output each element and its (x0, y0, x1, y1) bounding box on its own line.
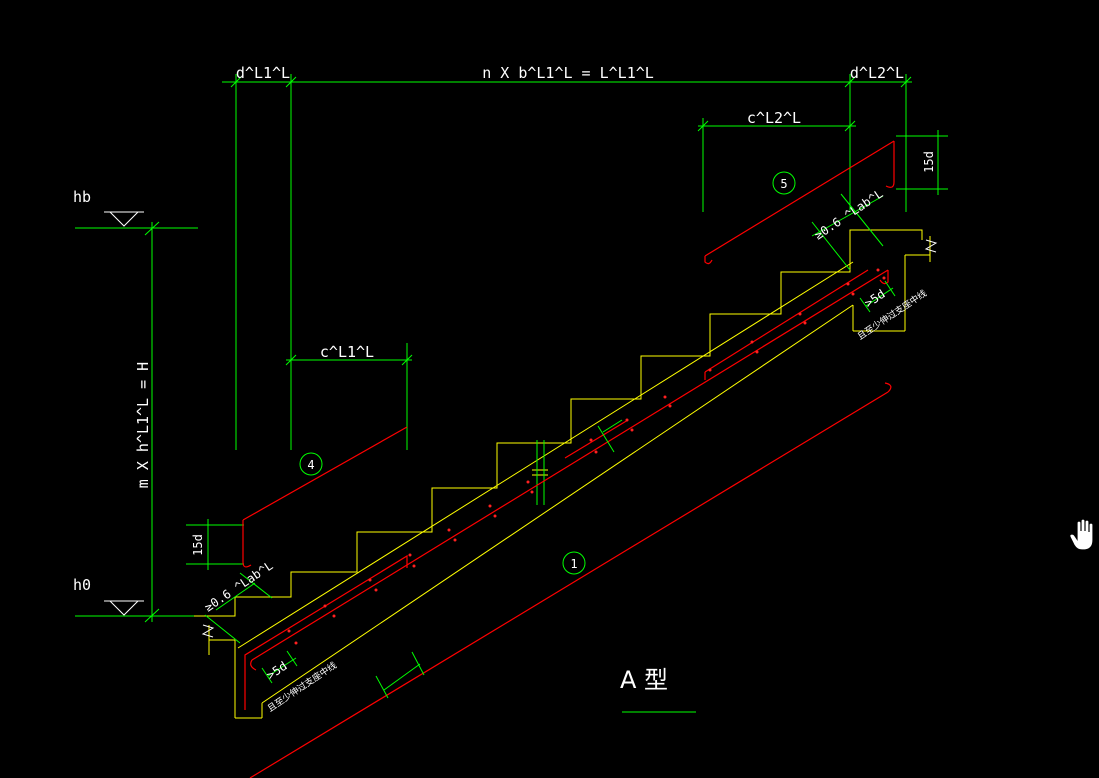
thickness-marks (375, 419, 623, 699)
dim-15d-right: 15d (922, 151, 936, 173)
level-hb: hb (73, 188, 91, 206)
anchor-annotation-top: ≥0.6 ^Lab^L >5d 且至少伸过支座中线 (811, 186, 929, 342)
stair-outline (194, 229, 931, 719)
five-d-bottom: >5d (264, 659, 290, 683)
level-h0: h0 (73, 576, 91, 594)
anchor-length-top: ≥0.6 ^Lab^L (812, 186, 886, 242)
dimension-15d-left: 15d (186, 519, 244, 570)
bar-mark-4: 4 (299, 452, 323, 476)
dimension-c1: c^L1^L (285, 343, 413, 450)
dimension-c2: c^L2^L (697, 109, 856, 212)
five-d-top: >5d (862, 287, 888, 311)
dim-height: m X h^L1^L = H (134, 362, 152, 488)
dim-d-l2: d^L2^L (850, 64, 904, 82)
dim-d-l1: d^L1^L (236, 64, 290, 82)
level-marker-top: hb (73, 188, 144, 227)
dim-c2: c^L2^L (747, 109, 801, 127)
dim-c1: c^L1^L (320, 343, 374, 361)
svg-text:4: 4 (307, 458, 314, 472)
dim-15d-left: 15d (191, 534, 205, 556)
title-text: A 型 (620, 666, 668, 694)
bar-mark-1: 1 (562, 551, 586, 575)
anchor-annotation-bottom: ≥0.6 ^Lab^L >5d 且至少伸过支座中线 (202, 558, 339, 714)
break-symbols (201, 239, 938, 638)
dim-stair-length: n X b^L1^L = L^L1^L (482, 64, 654, 82)
distribution-dots (287, 268, 886, 645)
drawing-title: A 型 (620, 666, 696, 713)
rebar-lines (242, 140, 895, 778)
bar-mark-5: 5 (772, 171, 796, 195)
dimension-15d-right: 15d (896, 130, 948, 195)
svg-text:1: 1 (570, 557, 577, 571)
hand-cursor-icon (1069, 518, 1094, 551)
svg-text:5: 5 (780, 177, 787, 191)
height-dimension: m X h^L1^L = H (75, 221, 198, 623)
level-marker-bottom: h0 (73, 576, 144, 616)
anchor-length-bottom: ≥0.6 ^Lab^L (202, 558, 276, 614)
top-dimension: d^L1^L n X b^L1^L = L^L1^L d^L2^L (222, 64, 912, 450)
